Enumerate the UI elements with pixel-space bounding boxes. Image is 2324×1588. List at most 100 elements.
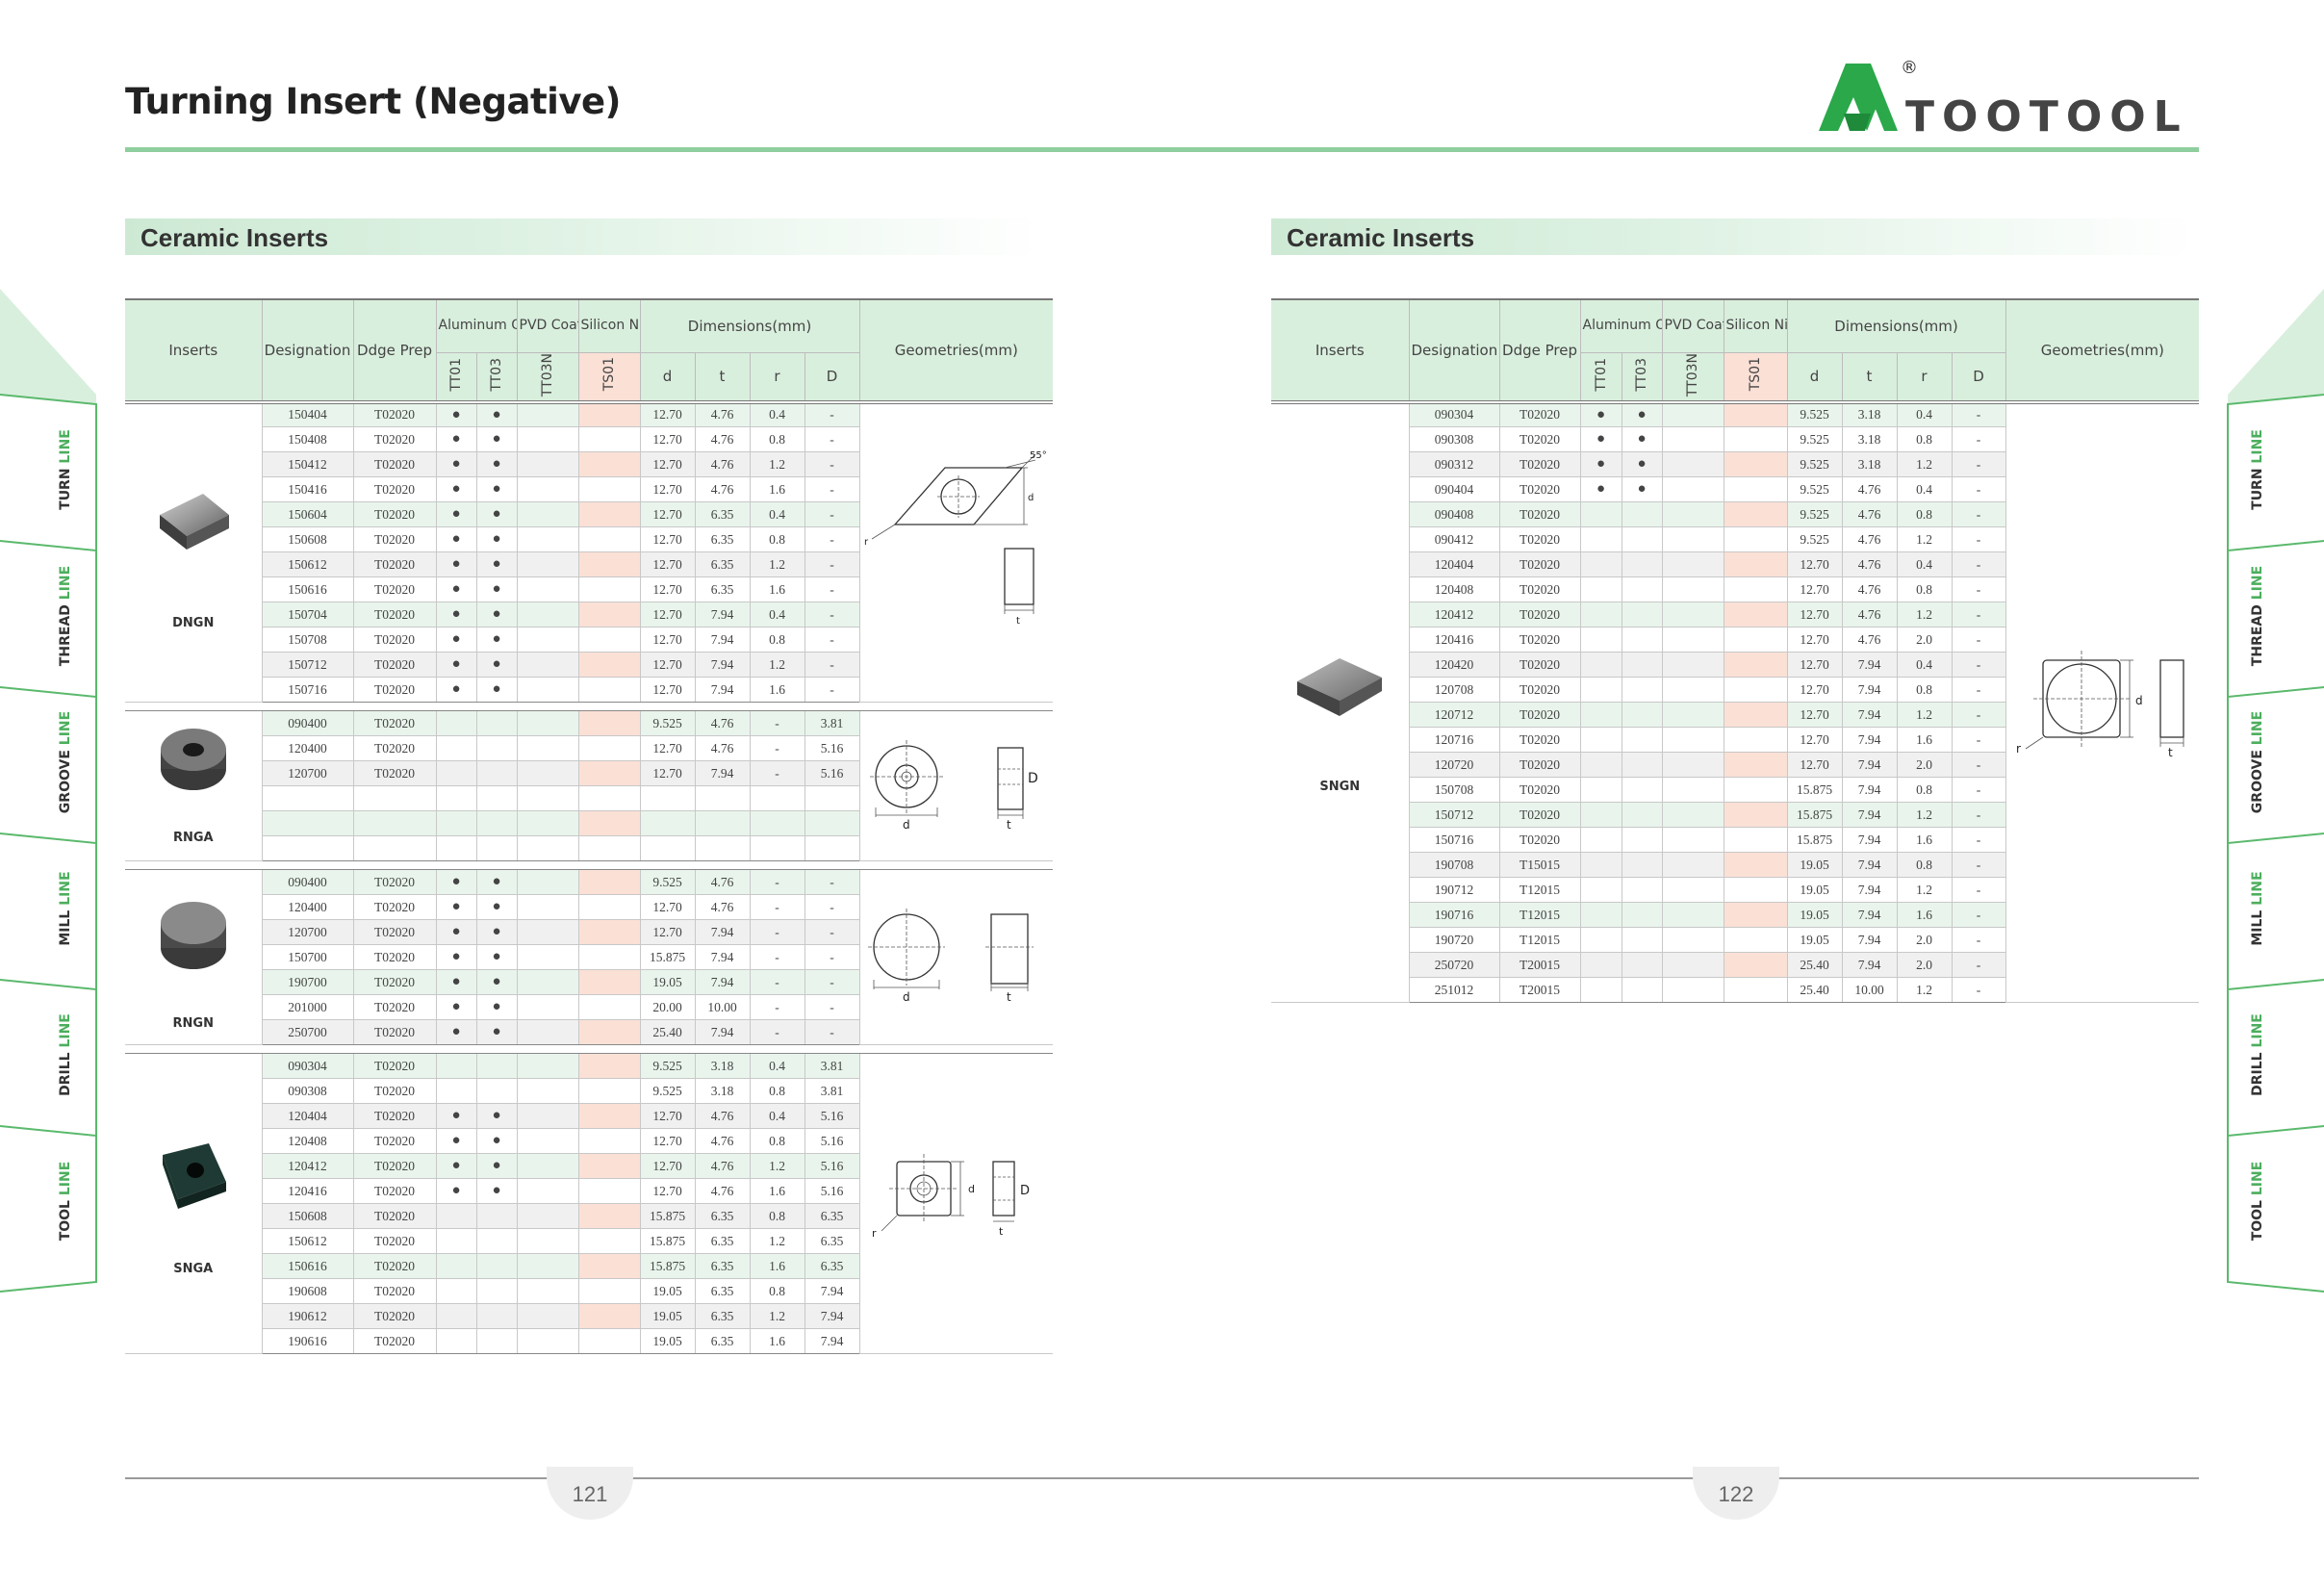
dimension-cell: 7.94 <box>694 969 751 996</box>
side-tab-turn[interactable] <box>2227 394 2324 561</box>
side-tab-label-turn[interactable]: TURN LINE <box>58 429 73 510</box>
side-tab-label-tool[interactable]: TOOL LINE <box>58 1161 73 1242</box>
dimension-cell: 6.35 <box>804 1228 860 1255</box>
dimension-cell: 3.81 <box>804 710 860 737</box>
edge-prep-cell: T15015 <box>1498 852 1581 879</box>
grade-cell <box>1579 802 1622 829</box>
grade-cell <box>577 426 641 453</box>
designation-cell: 251012 <box>1408 977 1500 1004</box>
insert-dngn-label: DNGN <box>172 615 215 630</box>
edge-prep-cell: T12015 <box>1498 902 1581 929</box>
grade-cell: ● <box>435 627 477 653</box>
edge-prep-cell: T02020 <box>1498 576 1581 603</box>
grade-cell <box>1723 752 1788 779</box>
edge-prep-cell: T02020 <box>352 735 437 762</box>
side-tab-tool[interactable] <box>2227 1125 2324 1293</box>
grade-cell <box>577 969 641 996</box>
dimension-cell: 3.18 <box>1841 401 1898 428</box>
designation-cell: 090400 <box>261 710 354 737</box>
side-tab-label-tool[interactable]: TOOL LINE <box>2250 1161 2265 1242</box>
dimension-cell: 1.2 <box>749 451 805 478</box>
side-tab-mill[interactable] <box>2227 832 2324 1000</box>
side-tab-groove[interactable] <box>2227 686 2324 854</box>
dimension-cell: 12.70 <box>639 1178 696 1205</box>
designation-cell: 120712 <box>1408 702 1500 729</box>
side-tab-label-mill[interactable]: MILL LINE <box>2250 871 2265 946</box>
svg-text:t: t <box>1007 818 1011 832</box>
dimension-cell: 9.525 <box>1786 501 1843 528</box>
dimension-cell: - <box>749 869 805 896</box>
grade-cell <box>1661 576 1724 603</box>
grade-cell <box>516 1228 579 1255</box>
dimension-cell: 0.4 <box>749 401 805 428</box>
grade-cell <box>1621 902 1663 929</box>
side-tab-label-turn[interactable]: TURN LINE <box>2250 429 2265 510</box>
side-tab-turn[interactable] <box>0 394 97 561</box>
edge-prep-cell: T02020 <box>352 1053 437 1080</box>
edge-prep-cell: T02020 <box>352 1178 437 1205</box>
grade-cell <box>475 1253 518 1280</box>
side-tab-drill[interactable] <box>0 979 97 1146</box>
grade-cell: ● <box>475 401 518 428</box>
edge-prep-cell: T02020 <box>352 1203 437 1230</box>
dimension-cell: 19.05 <box>1786 852 1843 879</box>
side-tab-label-drill[interactable]: DRILL LINE <box>2250 1013 2265 1096</box>
dimension-cell: 12.70 <box>639 1103 696 1130</box>
edge-prep-cell: T20015 <box>1498 952 1581 979</box>
grade-cell: ● <box>475 1019 518 1046</box>
dimension-cell: - <box>1951 877 2006 904</box>
grade-cell <box>1723 677 1788 704</box>
dimension-cell <box>749 810 805 837</box>
grade-cell <box>475 1203 518 1230</box>
edge-prep-cell: T02020 <box>1498 802 1581 829</box>
dimension-cell: 4.76 <box>694 1128 751 1155</box>
side-tab-drill[interactable] <box>2227 979 2324 1146</box>
side-tab-label-drill[interactable]: DRILL LINE <box>58 1013 73 1096</box>
dimension-cell: 7.94 <box>1841 727 1898 754</box>
grade-cell <box>1579 702 1622 729</box>
dimension-cell: 15.875 <box>1786 802 1843 829</box>
side-tab-label-groove[interactable]: GROOVE LINE <box>58 710 73 814</box>
side-tab-thread[interactable] <box>0 540 97 707</box>
dimension-cell: 19.05 <box>639 1278 696 1305</box>
table-row <box>125 785 1053 812</box>
dimension-cell <box>694 835 751 862</box>
dimension-cell: 4.76 <box>694 426 751 453</box>
grade-cell <box>1723 476 1788 503</box>
dimension-cell: 12.70 <box>1786 576 1843 603</box>
edge-prep-cell: T02020 <box>1498 451 1581 478</box>
side-tab-label-mill[interactable]: MILL LINE <box>58 871 73 946</box>
grade-cell <box>1661 927 1724 954</box>
grade-cell <box>577 735 641 762</box>
grade-cell <box>1621 602 1663 628</box>
side-tab-label-thread[interactable]: THREAD LINE <box>2250 565 2265 667</box>
dimension-cell: - <box>1951 551 2006 578</box>
dimension-cell: - <box>1951 401 2006 428</box>
side-tab-mill[interactable] <box>0 832 97 1000</box>
side-tab-groove[interactable] <box>0 686 97 854</box>
dimension-cell: - <box>1951 727 2006 754</box>
svg-text:55°: 55° <box>1030 450 1047 461</box>
grade-cell: ● <box>475 1153 518 1180</box>
side-tab-tool[interactable] <box>0 1125 97 1293</box>
dim-r: r <box>749 351 805 403</box>
side-tab-label-groove[interactable]: GROOVE LINE <box>2250 710 2265 814</box>
grade-cell: ● <box>435 652 477 679</box>
edge-prep-cell: T02020 <box>1498 426 1581 453</box>
dimension-cell: 12.70 <box>1786 652 1843 679</box>
dimension-cell: 5.16 <box>804 1128 860 1155</box>
side-tab-label-thread[interactable]: THREAD LINE <box>58 565 73 667</box>
dimension-cell: 7.94 <box>1841 877 1898 904</box>
dimension-cell: 0.4 <box>1896 401 1953 428</box>
dimension-cell: 25.40 <box>1786 952 1843 979</box>
side-tab-thread[interactable] <box>2227 540 2324 707</box>
